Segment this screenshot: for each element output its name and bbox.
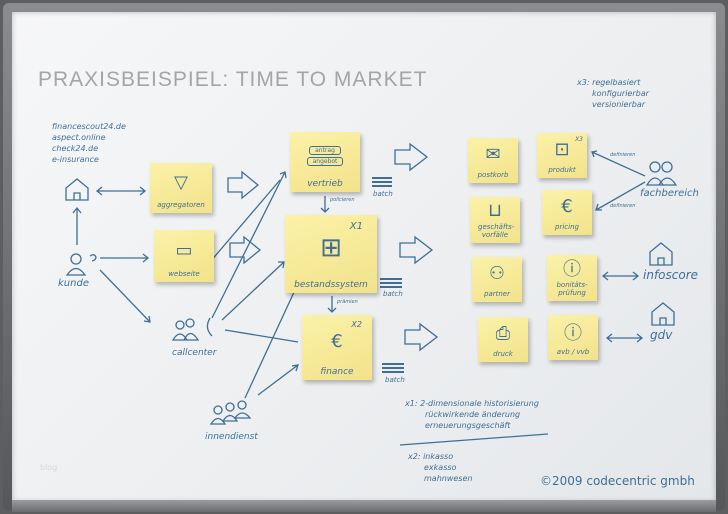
arrow-praemien	[327, 296, 337, 313]
arrow-house-aggregatoren	[95, 186, 147, 196]
arrow-bonitaet-infoscore	[601, 271, 640, 281]
arrow-fachbereich-pricing	[595, 181, 646, 211]
arrow-callcenter-vertrieb	[211, 171, 287, 319]
house-icon-infoscore	[649, 242, 673, 266]
arrow-kunde-callcenter	[99, 269, 151, 323]
browser-window-icon: ▭	[175, 239, 193, 261]
arrow-fachbereich-produkt	[591, 150, 646, 177]
note-line: x1: 2-dimensionale historisierung	[405, 399, 539, 408]
blog-watermark: blog	[40, 463, 58, 472]
note-x3: x3: regelbasiert konfigurierbar versioni…	[577, 77, 649, 110]
website-list: financescout24.de aspect.online check24.…	[52, 121, 126, 165]
x3-tag: X3	[575, 136, 583, 143]
fachbereich-icon	[645, 161, 678, 186]
block-arrow-3	[394, 142, 429, 172]
house-icon-kunde-site	[65, 178, 89, 201]
note-x2: x2: inkasso exkasso mahnwesen	[408, 451, 472, 484]
arrow-innendienst-finance	[257, 364, 299, 396]
sticky-aggregatoren[interactable]: ▽ aggregatoren	[150, 163, 212, 213]
batch-label: batch	[385, 376, 405, 384]
kunde-icon	[65, 253, 97, 276]
innendienst-icon	[209, 400, 252, 425]
block-arrow-1	[227, 170, 260, 200]
sticky-geschaeftsvorfaelle[interactable]: ⊔geschäfts-vorfälle	[470, 197, 520, 243]
note-line: x2: inkasso	[408, 452, 454, 461]
funnel-icon: ▽	[174, 171, 188, 193]
info-icon: ⓘ	[563, 259, 581, 280]
note-x1: x1: 2-dimensionale historisierung rückwi…	[405, 398, 539, 431]
sticky-druck[interactable]: ⎙druck	[478, 317, 528, 362]
kunde-label: kunde	[58, 278, 89, 289]
sticky-partner[interactable]: ⚇partner	[472, 257, 522, 302]
divider-line	[399, 433, 549, 446]
batch-label: batch	[373, 190, 393, 198]
callcenter-icon	[171, 317, 213, 341]
marker-tray	[12, 500, 716, 512]
infoscore-label: infoscore	[643, 268, 699, 282]
note-line: erneuerungsgeschäft	[425, 421, 511, 430]
sticky-vertrieb[interactable]: antrag angebot vertrieb	[290, 132, 360, 192]
sticky-bestandssystem[interactable]: X1 ⊞ bestandssystem	[285, 215, 377, 293]
innendienst-label: innendienst	[205, 432, 258, 442]
definieren-label: definieren	[610, 152, 636, 158]
website-item: e-insurance	[52, 155, 99, 164]
arrow-webseite-vertrieb	[209, 179, 281, 263]
hierarchy-icon: ⊞	[320, 233, 342, 263]
copyright: ©2009 codecentric gmbh	[540, 474, 695, 488]
info-icon: ⓘ	[564, 322, 582, 344]
batch-label: batch	[383, 290, 403, 298]
money-bag-icon: €	[331, 331, 343, 352]
printer-icon: ⎙	[495, 323, 511, 344]
website-item: financescout24.de	[52, 122, 126, 131]
praemien-label: prämien	[337, 299, 358, 305]
page-title: PRAXISBEISPIEL: TIME TO MARKET	[38, 68, 428, 91]
website-item: aspect.online	[52, 133, 106, 142]
antrag-label: antrag	[309, 146, 341, 155]
arrow-callcenter-finance	[224, 329, 299, 343]
policieren-label: policieren	[330, 197, 355, 203]
sticky-pricing[interactable]: €pricing	[542, 190, 592, 235]
block-arrow-2	[229, 235, 262, 265]
note-line: exkasso	[424, 463, 457, 472]
definieren-label: definieren	[610, 203, 636, 209]
sticky-postkorb[interactable]: ✉postkorb	[468, 138, 518, 183]
note-line: rückwirkende änderung	[425, 410, 521, 419]
arrow-policieren	[320, 196, 330, 213]
arrow-innendienst-bestand	[244, 289, 296, 399]
x2-tag: X2	[351, 320, 362, 329]
note-line: versionierbar	[592, 100, 646, 109]
sticky-webseite[interactable]: ▭ webseite	[154, 230, 214, 282]
block-arrow-4	[399, 235, 434, 265]
people-icon: ⚇	[488, 263, 506, 284]
sticky-finance[interactable]: X2 € finance	[302, 315, 372, 380]
arrow-callcenter-bestand	[221, 261, 285, 321]
arrow-kunde-house	[72, 206, 82, 245]
inbox-icon: ⊔	[487, 199, 503, 221]
blocks-icon: ⊡	[554, 139, 570, 160]
website-item: check24.de	[52, 144, 99, 153]
callcenter-label: callcenter	[172, 348, 217, 358]
note-line: x3: regelbasiert	[577, 78, 641, 87]
block-arrow-5	[404, 322, 439, 352]
note-line: mahnwesen	[424, 474, 473, 483]
gdv-label: gdv	[650, 328, 673, 342]
mailbox-icon: ✉	[485, 144, 501, 165]
house-icon-gdv	[651, 302, 675, 326]
document-rolls-icon: antrag angebot	[306, 132, 345, 180]
note-line: konfigurierbar	[592, 89, 649, 98]
euro-icon: €	[561, 196, 573, 217]
arrow-avb-gdv	[605, 333, 644, 343]
fachbereich-label: fachbereich	[640, 188, 699, 199]
batch-marks	[372, 177, 404, 373]
sticky-produkt[interactable]: X3⊡produkt	[537, 133, 587, 178]
angebot-label: angebot	[306, 157, 344, 166]
x1-tag: X1	[349, 221, 363, 232]
arrow-kunde-webseite	[100, 253, 150, 263]
